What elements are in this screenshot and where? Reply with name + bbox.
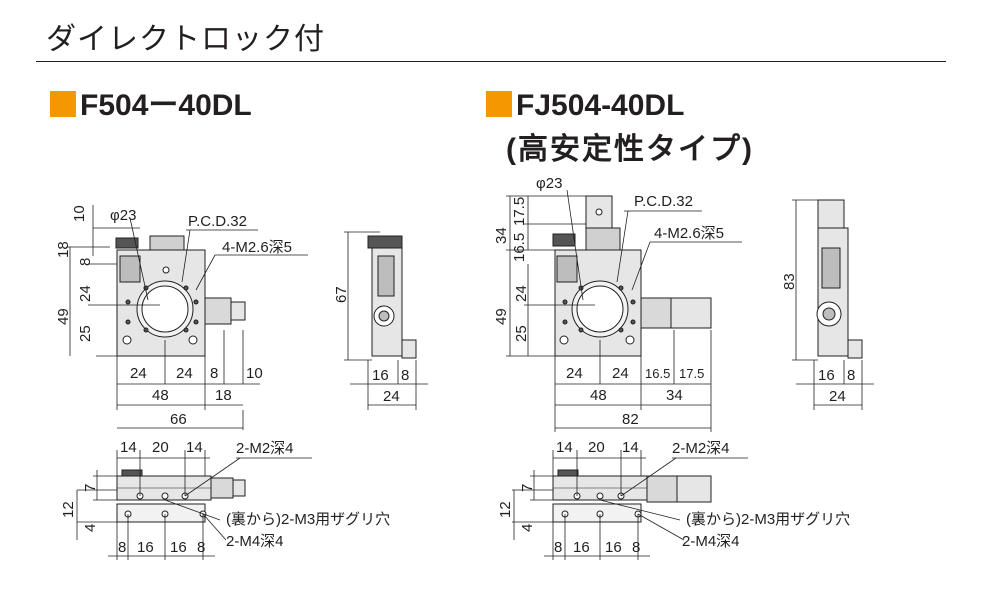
dim-label: 14 <box>186 439 203 456</box>
dim-label: 16 <box>137 539 154 556</box>
dim-label: 18 <box>215 387 232 404</box>
dim-label: P.C.D.32 <box>634 193 693 210</box>
f504-front-view <box>115 235 246 357</box>
fj504-side-dim-text: 83 16 8 24 <box>781 273 855 405</box>
dim-label: 4 <box>82 524 99 532</box>
dim-label: 20 <box>588 439 605 456</box>
f504-front-dims <box>66 205 308 430</box>
dim-label: 4-M2.6深5 <box>654 225 724 242</box>
f504-front-dim-text: 10 18 8 24 49 25 24 24 8 10 48 18 66 φ23… <box>55 205 292 428</box>
model-heading-fj504: FJ504-40DL <box>486 88 684 124</box>
dim-label: 16 <box>170 539 187 556</box>
model-name: F504ー40DL <box>80 89 252 122</box>
dim-label: 4-M2.6深5 <box>222 239 292 256</box>
dim-label: 24 <box>612 365 629 382</box>
dim-label: 49 <box>55 308 72 325</box>
dim-label: 17.5 <box>679 366 704 381</box>
dim-label: 16.5 <box>645 366 670 381</box>
callout-label: 2-M2深4 <box>236 440 294 457</box>
dim-label: 17.5 <box>511 197 528 226</box>
f504-side-view <box>344 231 428 410</box>
model-subtitle: (高安定性タイプ) <box>506 133 754 166</box>
dim-label: 12 <box>497 501 514 518</box>
dim-label: 25 <box>77 325 94 342</box>
callout-label: 2-M4深4 <box>226 533 284 550</box>
dim-label: 8 <box>77 258 94 266</box>
orange-square-icon <box>50 91 76 117</box>
callout-label: 2-M2深4 <box>672 440 730 457</box>
dim-label: 34 <box>493 227 510 244</box>
callout-label: (裏から)2-M3用ザグリ穴 <box>226 510 390 528</box>
dim-label: 10 <box>71 205 88 222</box>
f504-bottom-dim-text: 14 20 14 7 12 4 8 16 16 8 2-M2深4 (裏から)2-… <box>60 439 390 556</box>
dim-label: 82 <box>622 411 639 428</box>
dim-label: 8 <box>632 539 640 556</box>
dim-label: 24 <box>176 365 193 382</box>
fj504-front-dims <box>506 189 742 432</box>
callout-label: 2-M4深4 <box>682 533 740 550</box>
dim-label: 8 <box>847 367 855 384</box>
dim-label: 8 <box>118 539 126 556</box>
dim-label: 14 <box>120 439 137 456</box>
orange-square-icon <box>486 91 512 117</box>
callout-label: (裏から)2-M3用ザグリ穴 <box>686 510 850 528</box>
fj504-front-dim-text: 34 17.5 16.5 24 49 25 24 24 16.5 17.5 48… <box>493 175 724 428</box>
dim-label: 16 <box>605 539 622 556</box>
model-heading-f504: F504ー40DL <box>50 88 252 124</box>
dim-label: 24 <box>383 388 400 405</box>
dim-label: 24 <box>829 388 846 405</box>
dim-label: 8 <box>210 365 218 382</box>
dim-label: 16 <box>818 367 835 384</box>
dim-label: 20 <box>152 439 169 456</box>
f504-side-dim-text: 67 16 8 24 <box>333 286 409 405</box>
dim-label: 14 <box>622 439 639 456</box>
dim-label: 24 <box>513 285 530 302</box>
fj504-front-view <box>552 195 712 357</box>
dim-label: 8 <box>401 367 409 384</box>
dim-label: 8 <box>197 539 205 556</box>
dim-label: 49 <box>493 308 510 325</box>
dim-label: 48 <box>590 387 607 404</box>
dim-label: φ23 <box>536 175 562 192</box>
dim-label: 14 <box>556 439 573 456</box>
dim-label: 4 <box>519 524 536 532</box>
dim-label: 66 <box>170 411 187 428</box>
tap-holes <box>125 285 199 333</box>
page-title: ダイレクトロック付 <box>46 23 325 56</box>
lock-knob <box>204 297 232 325</box>
dim-label: 16 <box>372 367 389 384</box>
dim-label: 48 <box>152 387 169 404</box>
title-divider <box>36 61 946 62</box>
dim-label: 24 <box>77 285 94 302</box>
model-name: FJ504-40DL <box>516 89 685 122</box>
dim-label: 16.5 <box>511 233 528 262</box>
dim-label: 8 <box>554 539 562 556</box>
dim-label: φ23 <box>110 207 136 224</box>
dim-label: 67 <box>333 286 350 303</box>
fj504-bottom-dim-text: 14 20 14 7 12 4 8 16 16 8 2-M2深4 (裏から)2-… <box>497 439 850 556</box>
dim-label: 24 <box>130 365 147 382</box>
fj504-side-view <box>792 199 874 410</box>
f504-bottom-view <box>76 450 312 560</box>
fj504-bottom-view <box>512 450 748 560</box>
dim-label: 16 <box>573 539 590 556</box>
dim-label: 12 <box>60 501 77 518</box>
dim-label: 34 <box>666 387 683 404</box>
dim-label: 18 <box>55 241 72 258</box>
dim-label: 24 <box>566 365 583 382</box>
dim-label: 7 <box>82 484 99 492</box>
dim-label: 7 <box>519 484 536 492</box>
dim-label: 83 <box>781 273 798 290</box>
dim-label: 10 <box>246 365 263 382</box>
dim-label: 25 <box>513 325 530 342</box>
dim-label: P.C.D.32 <box>188 213 247 230</box>
